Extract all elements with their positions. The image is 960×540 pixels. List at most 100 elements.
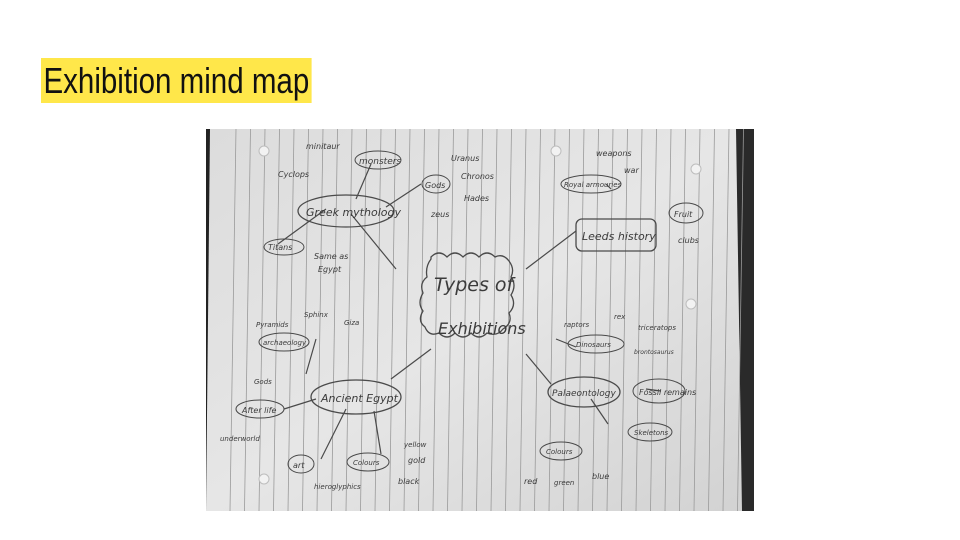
weapons-leaf: weapons [596,149,632,158]
royal-armouries-outline [560,174,622,194]
ruled-line [650,129,657,511]
fossil-node-outline [632,378,686,404]
ruled-lines [229,129,744,511]
center-node-line1: Types of [434,274,517,296]
egypt-branch: Ancient Egypt archaeology Pyramids Sphin… [220,311,427,491]
paper-sheet [206,129,750,511]
ruled-line [722,129,730,511]
ruled-line [693,129,701,511]
ruled-line [360,129,367,511]
egypt-node: Ancient Egypt [320,392,399,405]
ruled-line [737,129,744,511]
ruled-line [287,129,295,511]
leeds-node-outline [575,218,657,252]
ruled-line [374,129,382,511]
archaeology-node-outline [258,332,310,352]
monsters-node: monsters [359,157,401,167]
cyclops-leaf: Cyclops [278,170,309,179]
mind-map-drawing: Types of Exhibitions Greek mythology mon… [206,129,754,511]
yellow-leaf: yellow [403,441,427,449]
gods-node-outline [421,174,451,194]
ruled-line [519,129,527,511]
ruled-line [258,129,266,511]
chronos-leaf: Chronos [461,172,494,181]
center-node-line2: Exhibitions [438,319,526,338]
egypt-colours-node: Colours [353,459,380,467]
rex-leaf: rex [614,313,626,321]
skeletons-node: Skeletons [634,429,669,437]
ruled-line [664,129,672,511]
art-node: art [293,461,305,470]
greek-branch: Greek mythology monsters minitaur Cyclop… [263,142,494,274]
fossil-node: Fossil remains [639,388,696,397]
ruled-line [708,129,715,511]
green-leaf: green [554,479,574,487]
ruled-line [229,129,237,511]
triceratops-leaf: triceratops [638,324,676,332]
hieroglyphics-leaf: hieroglyphics [314,483,361,491]
egypt-node-outline [310,379,402,415]
war-leaf: war [624,166,639,175]
skeletons-node-outline [627,422,673,442]
palaeo-branch: Palaeontology Dinosaurs raptors rex tric… [524,313,696,487]
ruled-line [606,129,614,511]
art-node-outline [287,454,315,474]
black-leaf: black [398,477,420,486]
fruit-node-outline [668,202,704,224]
ruled-line [418,129,425,511]
giza-leaf: Giza [344,319,359,327]
slide-title: Exhibition mind map [41,58,312,103]
raptors-leaf: raptors [564,321,590,329]
afterlife-gods-leaf: Gods [254,378,272,386]
palaeo-colours-outline [539,441,583,461]
greek-node: Greek mythology [306,206,401,219]
ruled-line [244,129,251,511]
pyramids-leaf: Pyramids [256,321,289,329]
dinosaurs-node: Dinosaurs [576,341,611,349]
fruit-node: Fruit [674,210,693,219]
same-as-leaf: Same as [314,252,348,261]
mind-map-photo: Types of Exhibitions Greek mythology mon… [206,129,754,511]
sphinx-leaf: Sphinx [304,311,329,319]
ruled-line [621,129,628,511]
ruled-line [679,129,686,511]
ruled-line [447,129,454,511]
ruled-line [403,129,411,511]
archaeology-node: archaeology [263,339,307,347]
dinosaurs-node-outline [567,334,625,354]
desk-edge [736,129,754,511]
titans-node-outline [263,238,305,256]
palaeo-node: Palaeontology [552,389,616,399]
underworld-leaf: underworld [220,435,260,443]
ruled-line [331,129,338,511]
leeds-node: Leeds history [582,230,656,243]
after-life-node: After life [241,406,276,415]
uranus-leaf: Uranus [451,154,479,163]
ruled-line [476,129,483,511]
palaeo-colours-node: Colours [546,448,573,456]
center-node: Types of Exhibitions [419,252,526,338]
ruled-line [490,129,498,511]
binder-holes [258,145,702,485]
brontosaurus-leaf: brontosaurus [634,349,674,356]
ruled-line [505,129,512,511]
ruled-line [461,129,469,511]
ruled-line [534,129,541,511]
ruled-line [273,129,280,511]
ruled-line [302,129,309,511]
ruled-line [563,129,570,511]
ruled-line [316,129,324,511]
pencil-connectors [277,163,662,460]
after-life-node-outline [235,399,285,419]
gold-leaf: gold [408,456,426,465]
gods-node: Gods [425,181,445,190]
clubs-leaf: clubs [678,236,699,245]
ruled-line [635,129,643,511]
ruled-line [345,129,353,511]
titans-node: Titans [268,243,292,252]
palaeo-node-outline [547,376,621,408]
monsters-node-outline [354,150,402,170]
greek-node-outline [297,194,395,228]
egypt-leaf: Egypt [318,265,342,274]
red-leaf: red [524,477,538,486]
